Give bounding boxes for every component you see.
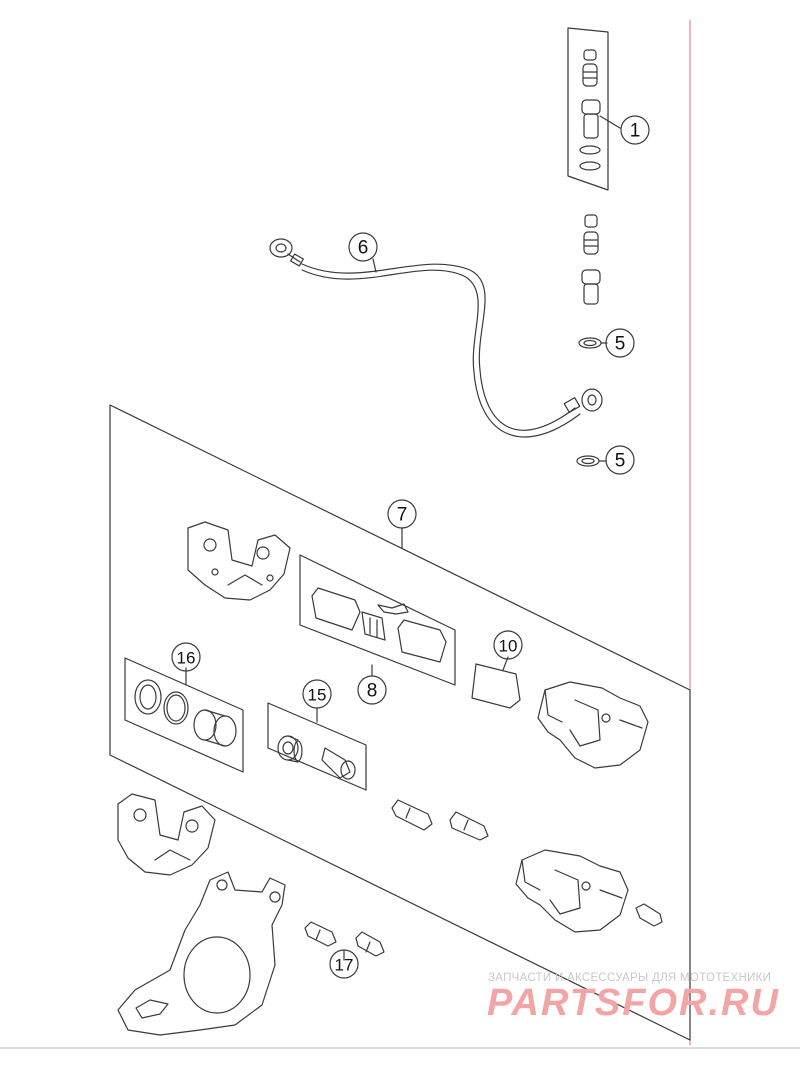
caliper-bracket-lower [117,793,216,876]
callout-10-label: 10 [499,637,518,656]
callout-16-label: 16 [177,649,196,668]
callout-5a-circle [605,328,635,358]
guide-pin-kit [267,702,367,791]
brake-pad-right [397,619,447,663]
callout-15-label: 15 [308,686,327,705]
brake-caliper-lower [515,849,629,933]
watermark-logo: PARTSFOR.RU [487,982,780,1024]
brake-caliper-upper [537,681,649,769]
caliper-bolt [635,903,663,927]
brake-hose [269,238,603,438]
bleed-screw-parts [576,214,608,467]
caliper-assembly-boundary [109,404,691,1041]
pad-pin-clip [377,603,409,615]
callout-17-label: 17 [335,956,354,975]
pad-spring [361,611,386,641]
callout-6-circle [348,232,378,262]
slider-pins [391,799,489,841]
brake-pad-left [311,587,361,631]
watermark-tagline: ЗАПЧАСТИ И АКСЕССУАРЫ ДЛЯ МОТОТЕХНИКИ [488,972,772,984]
caliper-bracket-upper [187,521,291,601]
washer-lower [576,455,600,467]
callout-7-circle [387,499,417,529]
piston-seal-outer [134,679,162,715]
callout-10-circle [493,630,523,660]
brake-pad-kit [299,554,456,686]
callout-15-circle [302,679,332,709]
piston-seal-inner [163,691,189,725]
callout-16-circle [171,642,201,672]
callout-5b-circle [605,445,635,475]
callout-1-label: 1 [630,121,641,142]
callout-17-circle [329,949,359,979]
mounting-bolts [304,921,385,961]
piston-kit [124,657,244,773]
callout-5b-label: 5 [615,451,626,472]
callout-5a-label: 5 [615,334,626,355]
callout-8-circle [357,675,387,705]
bleed-screw-kit [567,27,621,191]
callout-1-circle [620,115,650,145]
pad-shim [471,663,521,709]
guide-pin [321,747,351,779]
callout-7-label: 7 [397,505,408,526]
callout-6-label: 6 [358,238,369,259]
caliper-piston [193,709,217,741]
callout-8-label: 8 [367,681,378,702]
brake-carrier-plate [117,871,286,1036]
washer-upper [578,337,602,349]
